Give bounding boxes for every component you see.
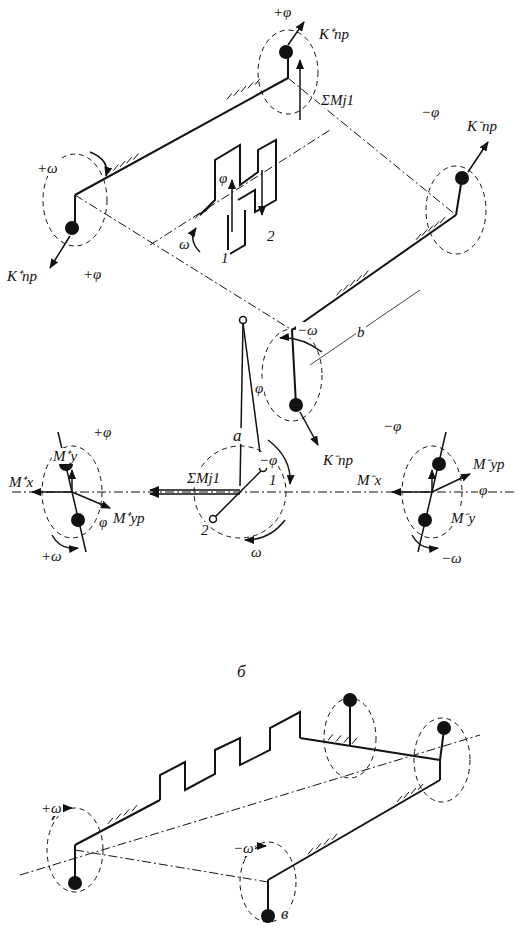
bearing-hatch [127, 157, 132, 163]
symbol-label: ΣMj1 [186, 470, 221, 486]
symbol-label: −φ [382, 418, 402, 434]
symbol-label: M⁻ур [472, 456, 505, 472]
symbol-label: 1 [220, 250, 230, 266]
symbol-label: +ω [40, 800, 63, 816]
bearing-hatch [332, 834, 337, 840]
bearing-hatch [363, 271, 368, 277]
bearing-hatch [248, 82, 253, 88]
symbol-label: +ω [36, 160, 59, 176]
bearing-hatch [411, 788, 416, 794]
panel-letter: а [232, 428, 243, 444]
bearing-hatch [113, 165, 118, 171]
bearing-hatch [397, 796, 402, 802]
bearing-hatch [133, 154, 138, 160]
bearing-hatch [227, 93, 232, 99]
symbol-label: 2 [266, 228, 276, 244]
symbol-label: −φ [258, 452, 278, 468]
bearing-hatch [350, 280, 355, 286]
panel-letter: б [236, 664, 247, 680]
bearing-hatch [120, 161, 125, 167]
symbol-label: M⁺ур [112, 510, 145, 526]
symbol-label: b [356, 324, 366, 340]
symbol-label: M⁺y [52, 448, 78, 464]
symbol-label: M⁻x [356, 472, 382, 488]
panel-letter: в [280, 906, 289, 922]
symbol-label: φ [478, 482, 488, 498]
symbol-label: −ω [232, 840, 255, 856]
symbol-label: M⁻y [450, 510, 476, 526]
bearing-hatch [352, 738, 357, 744]
symbol-label: ΣMj1 [320, 92, 355, 108]
symbol-label: K⁻пр [322, 452, 354, 468]
symbol-label: +φ [92, 424, 112, 440]
bearing-hatch [132, 805, 137, 811]
symbol-label: 1 [268, 472, 278, 488]
symbol-label: +ω [40, 548, 63, 564]
bearing-hatch [116, 814, 121, 820]
bearing-hatch [344, 737, 349, 743]
bearing-hatch [357, 275, 362, 281]
symbol-label: φ [254, 380, 264, 396]
symbol-label: M⁺x [8, 474, 34, 490]
bearing-hatch [343, 285, 348, 291]
bearing-hatch [234, 90, 239, 96]
symbol-label: K⁺пр [318, 26, 350, 42]
symbol-label: K⁺пр [6, 268, 38, 284]
bearing-hatch [336, 735, 341, 741]
symbol-label: ω [250, 544, 263, 560]
symbol-label: −φ [420, 104, 440, 120]
symbol-label: −ω [296, 322, 319, 338]
symbol-label: 2 [200, 522, 210, 538]
bearing-hatch [324, 839, 329, 845]
symbol-label: −ω [440, 550, 463, 566]
symbol-label: +φ [272, 4, 292, 20]
bearing-hatch [241, 86, 246, 92]
symbol-label: φ [218, 170, 228, 186]
bearing-hatch [108, 818, 113, 824]
symbol-label: φ [98, 514, 108, 530]
symbol-label: K⁻пр [466, 118, 498, 134]
symbol-label: ω [178, 236, 191, 252]
symbol-label: +φ [82, 266, 102, 282]
bearing-hatch [404, 792, 409, 798]
bearing-hatch [124, 809, 129, 815]
bearing-hatch [337, 289, 342, 295]
bearing-hatch [328, 734, 333, 740]
